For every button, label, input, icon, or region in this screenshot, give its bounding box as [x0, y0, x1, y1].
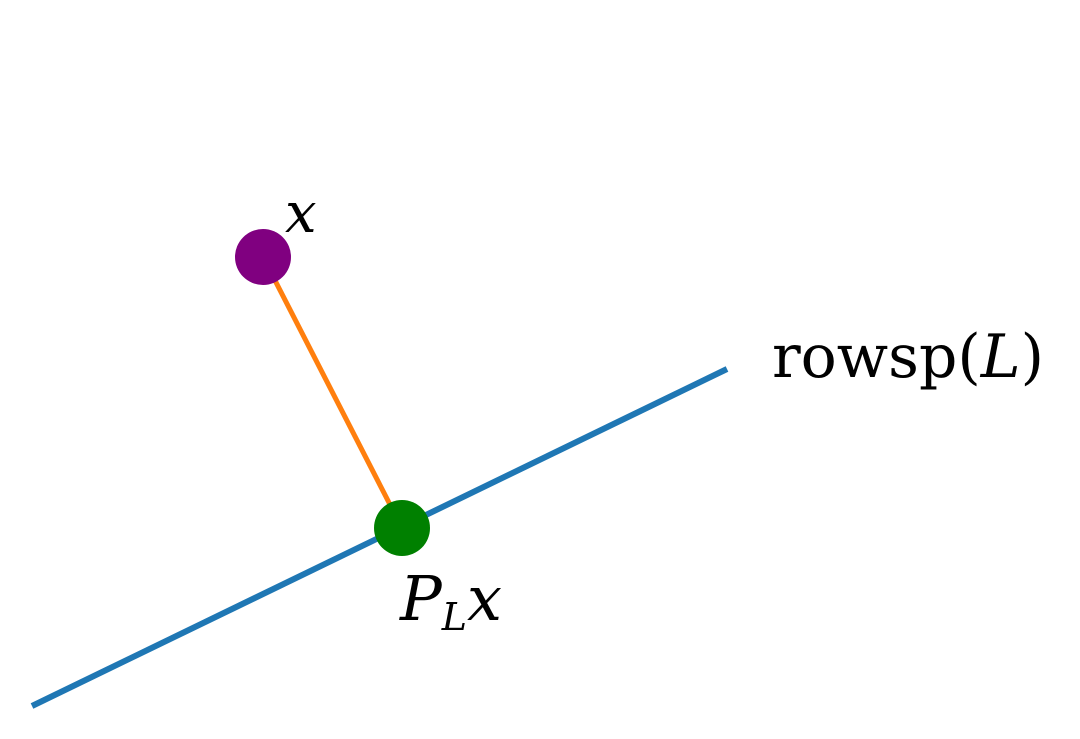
- projection-point: [374, 500, 430, 556]
- projection-label: PLx: [399, 562, 502, 639]
- projection-label-sub: L: [441, 595, 467, 639]
- point-x: [235, 229, 291, 285]
- projection-label-var: x: [467, 562, 502, 635]
- projection-segment: [260, 255, 405, 530]
- subspace-label-prefix: rowsp(: [772, 322, 981, 392]
- subspace-label-suffix: ): [1021, 322, 1044, 392]
- point-label: x: [285, 181, 317, 246]
- subspace-label: rowsp(L): [772, 322, 1044, 392]
- projection-label-main: P: [399, 562, 443, 635]
- subspace-label-var: L: [980, 322, 1021, 392]
